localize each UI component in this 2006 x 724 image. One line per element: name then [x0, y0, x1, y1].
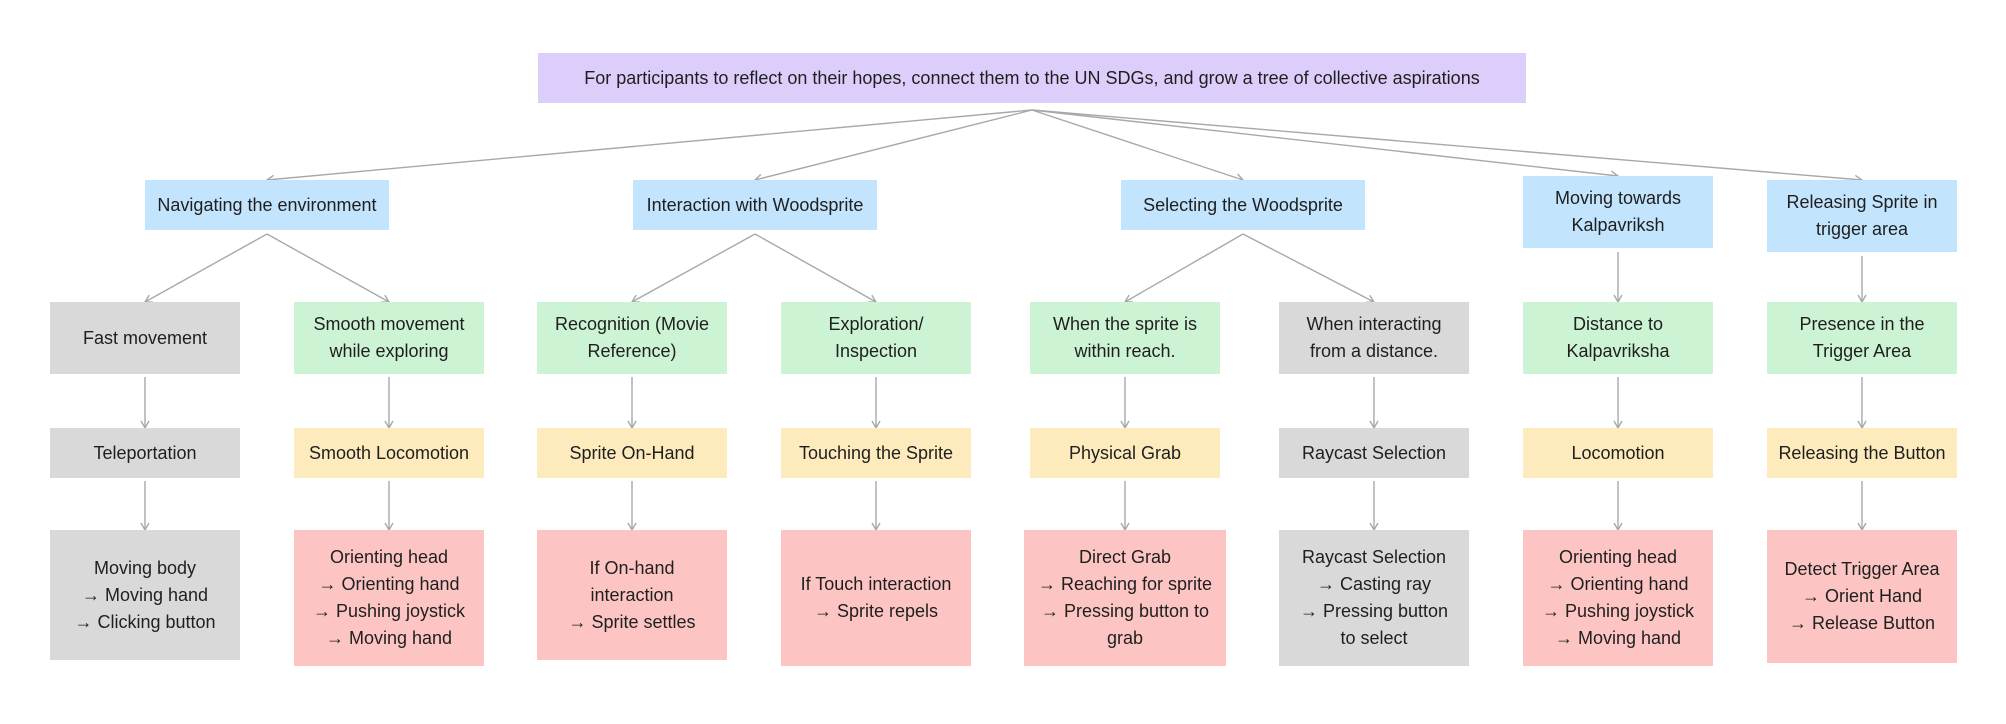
method-box-3-2: Raycast Selection — [1279, 428, 1469, 478]
condition-box-4-1: Distance to Kalpavriksha — [1523, 302, 1713, 374]
task-box-3: Selecting the Woodsprite — [1121, 180, 1365, 230]
steps-box-1-2: Orienting head → Orienting hand → Pushin… — [294, 530, 484, 666]
steps-box-2-2: If Touch interaction → Sprite repels — [781, 530, 971, 666]
task-to-condition-edge-1-1 — [143, 233, 268, 303]
goal-to-task-edge-3 — [1031, 109, 1245, 183]
steps-box-3-1: Direct Grab → Reaching for sprite → Pres… — [1024, 530, 1226, 666]
condition-box-2-1: Recognition (Movie Reference) — [537, 302, 727, 374]
task-box-4: Moving towards Kalpavriksh — [1523, 176, 1713, 248]
method-box-5-1: Releasing the Button — [1767, 428, 1957, 478]
steps-box-1-1: Moving body → Moving hand → Clicking but… — [50, 530, 240, 660]
method-box-1-1: Teleportation — [50, 428, 240, 478]
method-box-2-1: Sprite On-Hand — [537, 428, 727, 478]
task-box-2: Interaction with Woodsprite — [633, 180, 877, 230]
goal-to-task-edge-1 — [265, 109, 1033, 184]
goal-to-task-edge-4 — [1031, 109, 1620, 180]
method-box-1-2: Smooth Locomotion — [294, 428, 484, 478]
condition-box-5-1: Presence in the Trigger Area — [1767, 302, 1957, 374]
condition-box-1-1: Fast movement — [50, 302, 240, 374]
condition-box-3-2: When interacting from a distance. — [1279, 302, 1469, 374]
task-box-1: Navigating the environment — [145, 180, 389, 230]
method-box-2-2: Touching the Sprite — [781, 428, 971, 478]
steps-box-3-2: Raycast Selection → Casting ray → Pressi… — [1279, 530, 1469, 666]
method-box-3-1: Physical Grab — [1030, 428, 1220, 478]
task-to-condition-edge-3-1 — [1123, 233, 1244, 303]
task-box-5: Releasing Sprite in trigger area — [1767, 180, 1957, 252]
task-to-condition-edge-2-1 — [630, 233, 756, 303]
task-to-condition-edge-2-2 — [754, 233, 878, 303]
steps-box-4-1: Orienting head → Orienting hand → Pushin… — [1523, 530, 1713, 666]
task-to-condition-edge-1-2 — [266, 233, 391, 303]
goal-box: For participants to reflect on their hop… — [538, 53, 1526, 103]
method-box-4-1: Locomotion — [1523, 428, 1713, 478]
goal-to-task-edge-2 — [753, 109, 1033, 183]
steps-box-2-1: If On-hand interaction → Sprite settles — [537, 530, 727, 660]
condition-box-2-2: Exploration/ Inspection — [781, 302, 971, 374]
steps-box-5-1: Detect Trigger Area → Orient Hand → Rele… — [1767, 530, 1957, 663]
task-to-condition-edge-3-2 — [1242, 233, 1376, 304]
condition-box-3-1: When the sprite is within reach. — [1030, 302, 1220, 374]
goal-to-task-edge-5 — [1031, 109, 1864, 185]
condition-box-1-2: Smooth movement while exploring — [294, 302, 484, 374]
